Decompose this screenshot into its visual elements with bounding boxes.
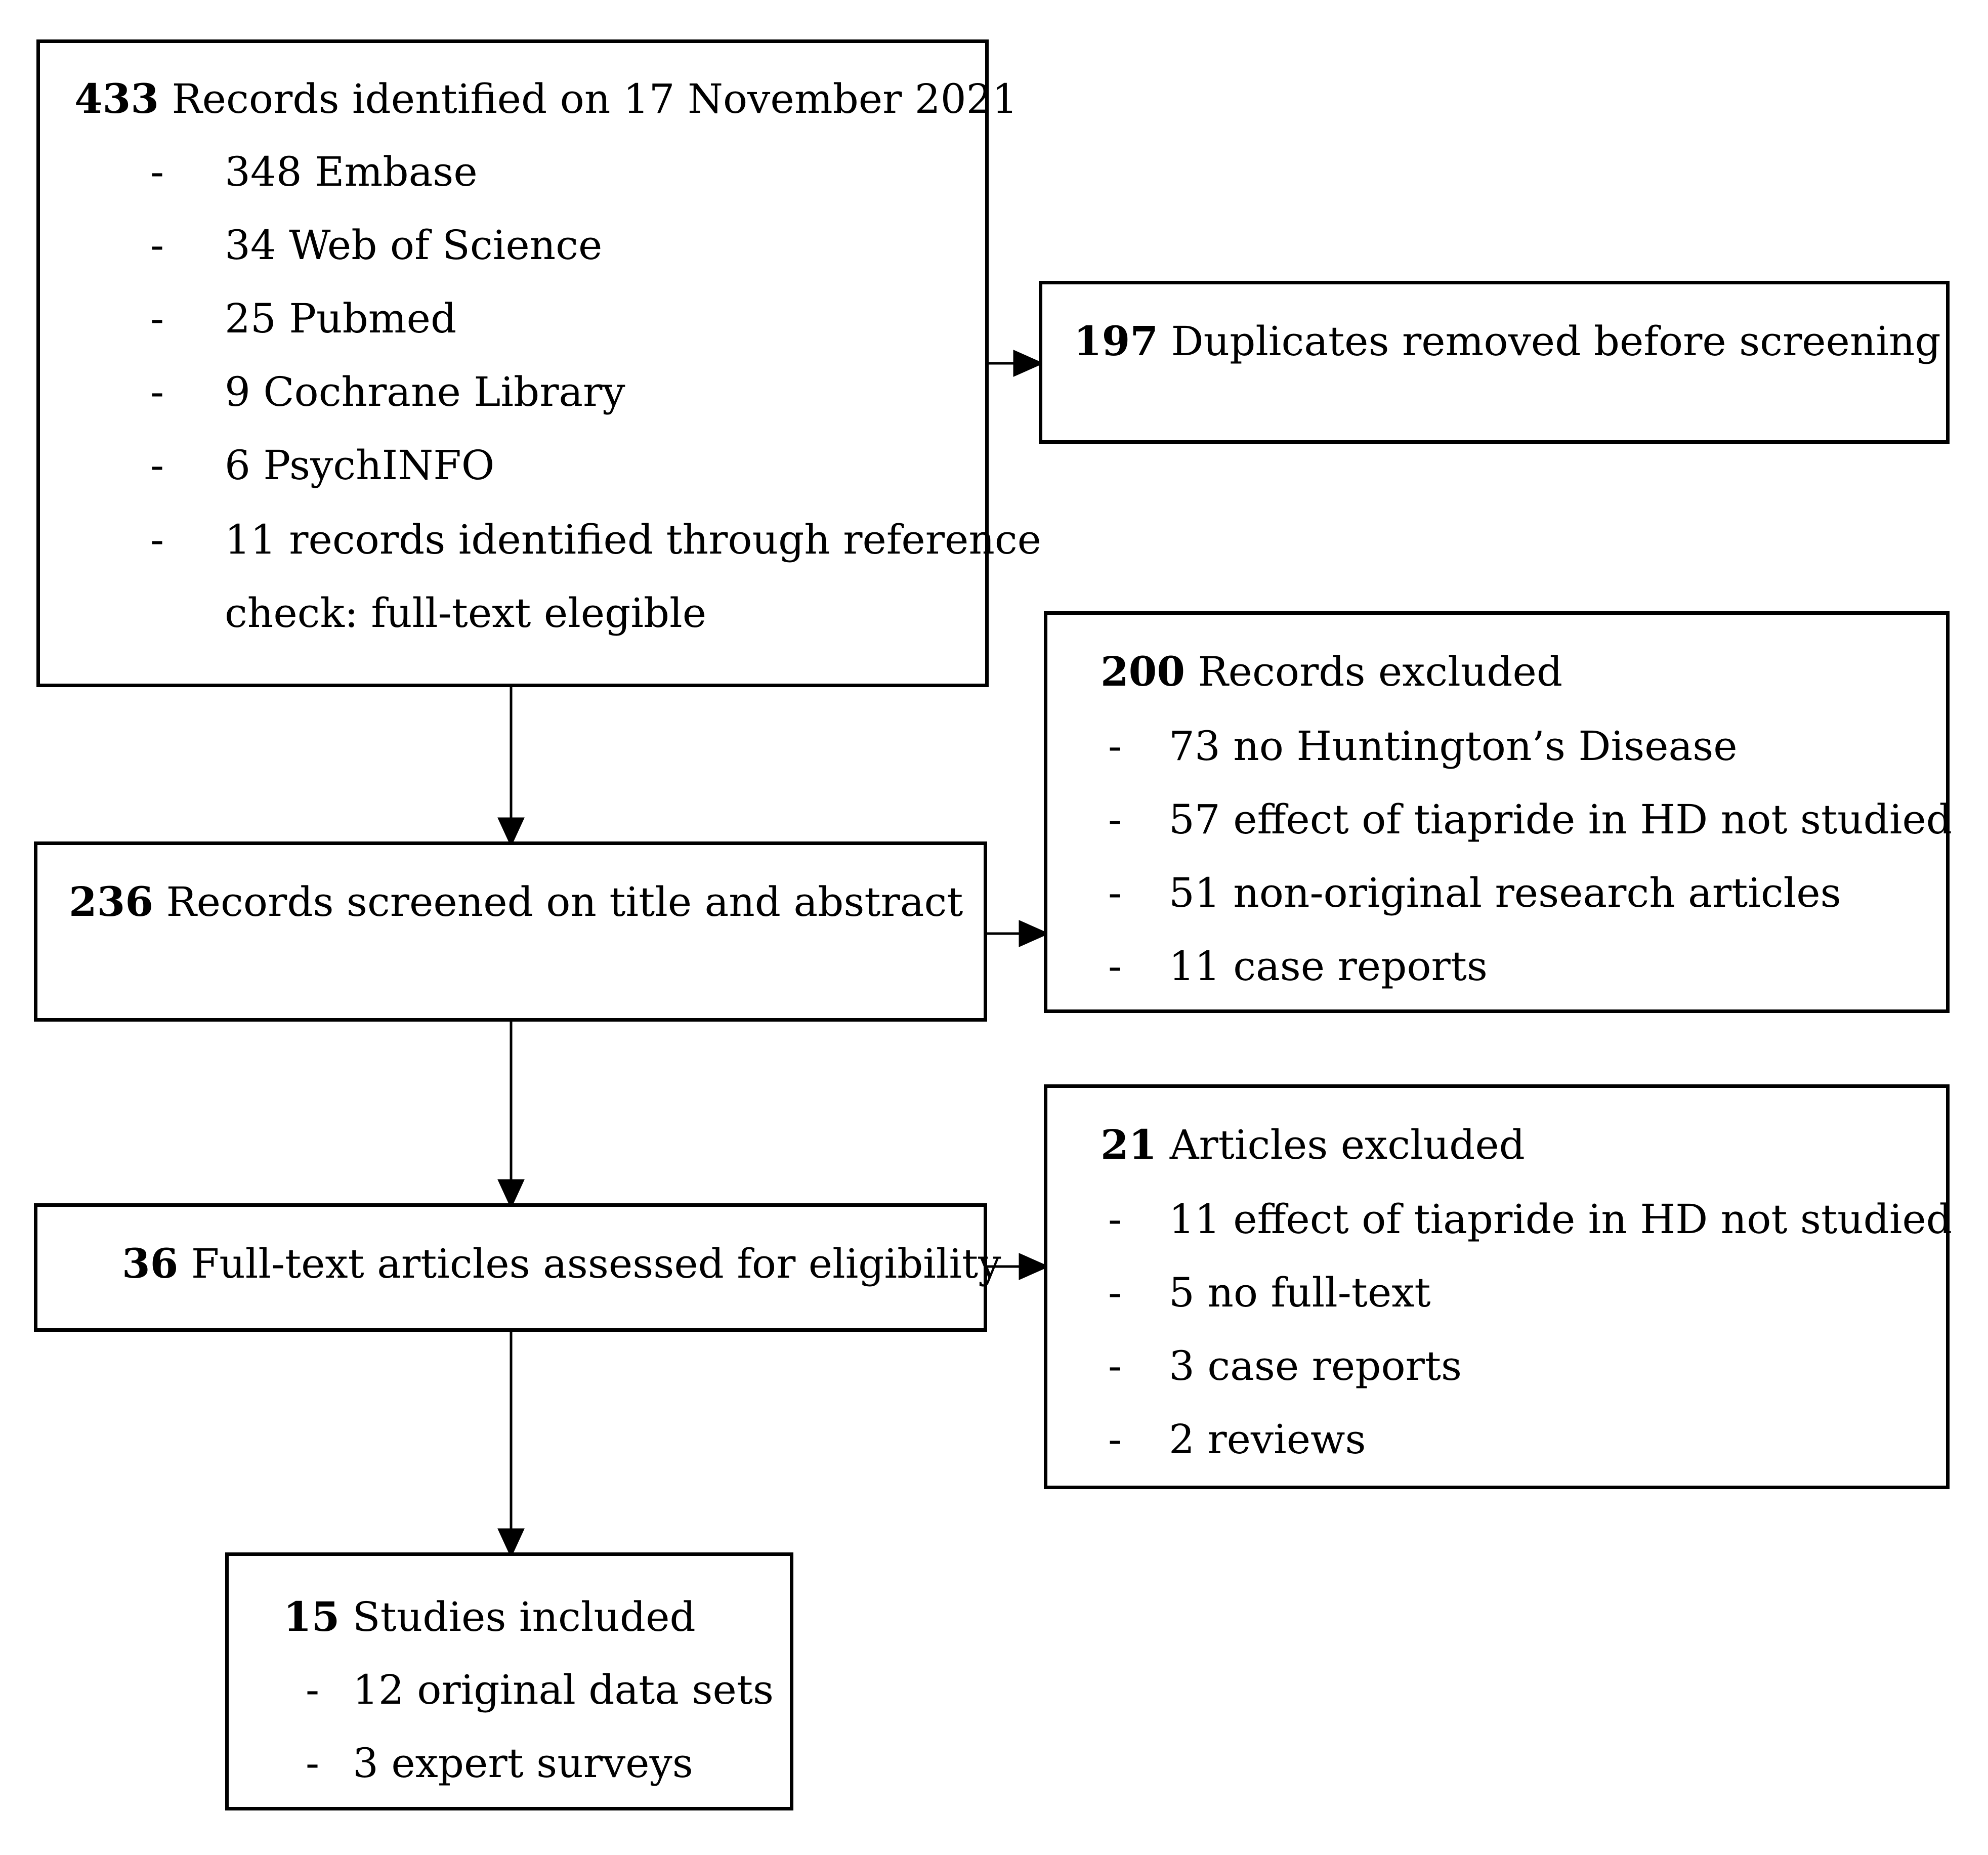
exclusion-reason: 73 no Huntington’s Disease	[1169, 723, 1738, 770]
screened-count: 236	[69, 878, 153, 925]
identification-heading: 433 Records identified on 17 November 20…	[74, 78, 1018, 119]
exclusion-reason: 11 effect of tiapride in HD not studied	[1169, 1196, 1953, 1243]
exclusion-reason: 5 no full-text	[1169, 1269, 1431, 1316]
bullet-dash: -	[1108, 1269, 1122, 1316]
screened-box: 236 Records screened on title and abstra…	[34, 841, 987, 1022]
bullet-dash: -	[150, 222, 164, 269]
bullet-dash: -	[1108, 796, 1122, 843]
fulltext-text: 36 Full-text articles assessed for eligi…	[122, 1243, 1001, 1284]
identification-count: 433	[74, 75, 159, 122]
exclusion-reason: 51 non-original research articles	[1169, 869, 1841, 916]
bullet-dash: -	[1108, 1416, 1122, 1463]
fulltext-label: Full-text articles assessed for eligibil…	[191, 1240, 1001, 1287]
arrowhead-articles-excluded	[1019, 1253, 1050, 1280]
records-excluded-count: 200	[1101, 648, 1185, 695]
articles-excluded-label: Articles excluded	[1169, 1121, 1525, 1168]
bullet-dash: -	[1108, 869, 1122, 916]
included-box: 15 Studies included - 12 original data s…	[225, 1552, 793, 1810]
bullet-dash: -	[1108, 1342, 1122, 1389]
included-item: 3 expert surveys	[353, 1740, 693, 1787]
records-excluded-heading: 200 Records excluded	[1101, 651, 1562, 692]
source-item-continued: check: full-text elegible	[225, 589, 707, 637]
duplicates-box: 197 Duplicates removed before screening	[1039, 281, 1950, 444]
included-heading: 15 Studies included	[283, 1596, 696, 1637]
arrowhead-screened	[497, 817, 525, 847]
bullet-dash: -	[1108, 1196, 1122, 1243]
arrowhead-fulltext	[497, 1179, 525, 1209]
bullet-dash: -	[1108, 723, 1122, 770]
duplicates-count: 197	[1074, 317, 1158, 365]
screened-label: Records screened on title and abstract	[166, 878, 963, 925]
bullet-dash: -	[150, 442, 164, 489]
duplicates-label: Duplicates removed before screening	[1171, 318, 1941, 365]
source-item: 25 Pubmed	[225, 295, 457, 342]
articles-excluded-box: 21 Articles excluded - 11 effect of tiap…	[1044, 1084, 1953, 1489]
source-item: 348 Embase	[225, 148, 478, 195]
bullet-dash: -	[150, 368, 164, 415]
source-item: 6 PsychINFO	[225, 442, 495, 489]
screened-text: 236 Records screened on title and abstra…	[69, 881, 963, 922]
bullet-dash: -	[306, 1740, 320, 1787]
exclusion-reason: 57 effect of tiapride in HD not studied	[1169, 796, 1953, 843]
articles-excluded-count: 21	[1101, 1121, 1157, 1168]
bullet-dash: -	[306, 1666, 320, 1713]
bullet-dash: -	[150, 295, 164, 342]
fulltext-count: 36	[122, 1240, 179, 1287]
exclusion-reason: 2 reviews	[1169, 1416, 1366, 1463]
source-item: 11 records identified through reference	[225, 516, 1042, 563]
included-label: Studies included	[352, 1593, 696, 1640]
duplicates-text: 197 Duplicates removed before screening	[1074, 321, 1941, 362]
exclusion-reason: 3 case reports	[1169, 1342, 1462, 1389]
fulltext-box: 36 Full-text articles assessed for eligi…	[34, 1203, 1001, 1332]
arrowhead-records-excluded	[1019, 920, 1050, 947]
arrowhead-included	[497, 1528, 525, 1558]
records-excluded-label: Records excluded	[1198, 648, 1563, 695]
bullet-dash: -	[150, 148, 164, 195]
identification-label: Records identified on 17 November 2021	[172, 75, 1018, 122]
bullet-dash: -	[1108, 943, 1122, 990]
source-item: 34 Web of Science	[225, 222, 603, 269]
bullet-dash: -	[150, 516, 164, 563]
source-item: 9 Cochrane Library	[225, 368, 625, 415]
arrowhead-duplicates	[1013, 350, 1044, 377]
exclusion-reason: 11 case reports	[1169, 943, 1488, 990]
included-count: 15	[283, 1593, 340, 1640]
identification-box: 433 Records identified on 17 November 20…	[36, 39, 1041, 687]
articles-excluded-heading: 21 Articles excluded	[1101, 1124, 1525, 1165]
included-item: 12 original data sets	[353, 1666, 774, 1713]
records-excluded-box: 200 Records excluded - 73 no Huntington’…	[1044, 611, 1953, 1013]
